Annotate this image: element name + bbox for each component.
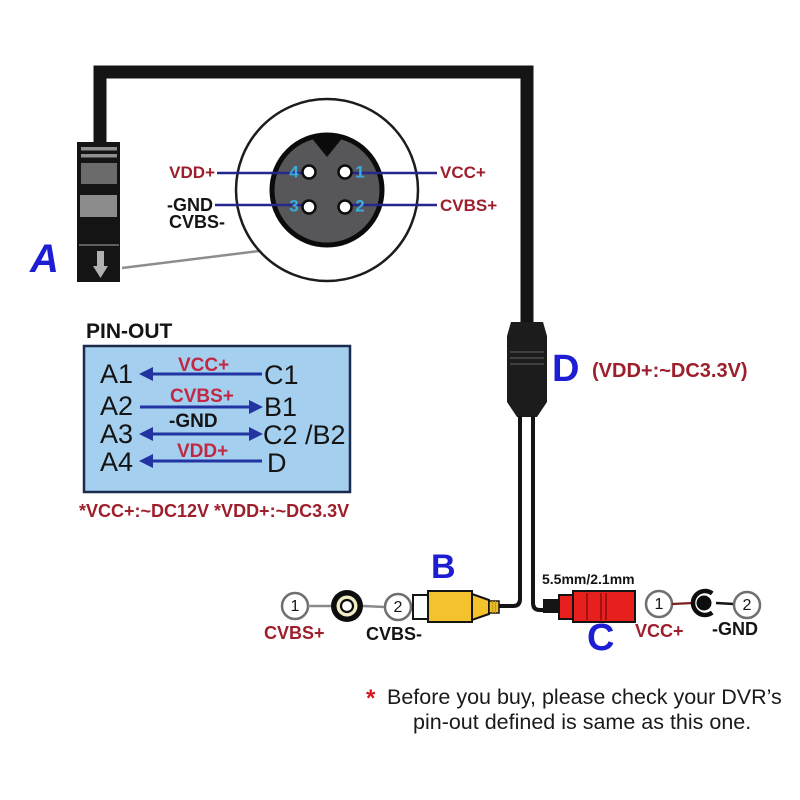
face-inner-circle (269, 132, 385, 248)
pinout-row3-left: A3 (100, 419, 134, 449)
connector-d (507, 322, 547, 417)
footnote-line2: pin-out defined is same as this one. (413, 710, 752, 734)
pin1-number: 1 (355, 162, 365, 182)
rca-male-plug-icon (412, 590, 500, 623)
b-pin2-circle (383, 592, 413, 622)
pinout-title: PIN-OUT (86, 320, 173, 343)
main-cable (93, 65, 534, 324)
pin3-number: 3 (289, 196, 299, 216)
pinout-row2-left: A2 (100, 391, 134, 421)
pinout-row3-right: C2 /B2 (263, 420, 346, 450)
pinout-row4-signal: VDD+ (177, 441, 229, 462)
arrow-row3-both (139, 427, 263, 441)
pinout-row1-left: A1 (100, 359, 134, 389)
b-pin1-digit: 1 (290, 598, 300, 615)
connector-c-letter: C (587, 617, 615, 659)
pinout-row2-right: B1 (264, 392, 298, 422)
connector-a-letter: A (30, 237, 59, 281)
footnote-line1: Before you buy, please check your DVR’s (387, 685, 782, 709)
c-pin1-digit: 1 (654, 596, 664, 613)
face-label-cvbs-plus: CVBS+ (440, 196, 498, 215)
c-pin2-circle (732, 590, 762, 620)
down-arrow-icon (93, 251, 108, 278)
face-label-cvbs-minus: CVBS- (168, 212, 225, 232)
face-label-vdd: VDD+ (169, 163, 215, 182)
pinout-table-box (82, 344, 352, 494)
dc-plug-polarity-icon (690, 588, 714, 618)
keying-notch (310, 136, 344, 157)
connector-b-letter: B (431, 548, 456, 586)
pin1-hole (337, 164, 353, 180)
pinout-row4-left: A4 (100, 447, 134, 477)
connector-d-letter: D (552, 348, 580, 390)
c-size-label: 5.5mm/2.1mm (542, 571, 635, 587)
pin2-number: 2 (355, 196, 365, 216)
pin4-hole (301, 164, 317, 180)
connector-d-body (507, 336, 547, 402)
connector-face-detail (215, 97, 437, 283)
c-section-symbols (543, 588, 762, 623)
b-pin2-digit: 2 (393, 599, 403, 616)
face-label-gnd: -GND (167, 195, 213, 215)
connector-a (77, 142, 120, 282)
pinout-row3-signal: -GND (169, 411, 218, 432)
dc-jack-red-icon (558, 590, 636, 623)
arrow-row1-left (139, 367, 262, 381)
wire-to-c (531, 416, 558, 612)
pin3-hole (301, 199, 317, 215)
pin4-number: 4 (289, 162, 299, 182)
wire-to-b (499, 416, 522, 608)
footnote-asterisk: * (366, 685, 376, 712)
c-pin2-label: -GND (712, 619, 758, 639)
face-label-vcc: VCC+ (440, 163, 486, 182)
rca-female-icon (331, 590, 363, 622)
d-voltage-note: (VDD+:~DC3.3V) (592, 360, 748, 382)
arrow-row4-left (139, 454, 262, 468)
arrow-row2-right (140, 400, 263, 414)
b-section-symbols (280, 590, 500, 623)
pin2-hole (337, 199, 353, 215)
detail-pointer-line (121, 249, 260, 270)
pinout-voltage-note: *VCC+:~DC12V *VDD+:~DC3.3V (79, 501, 350, 521)
c-pin2-digit: 2 (742, 597, 752, 614)
c-pin1-label: VCC+ (635, 621, 684, 641)
pinout-row1-signal: VCC+ (178, 355, 230, 376)
pinout-row2-signal: CVBS+ (170, 386, 234, 407)
dc-jack-cable-stub (543, 599, 559, 613)
b-pin2-label: CVBS- (366, 624, 423, 644)
pinout-row1-right: C1 (264, 360, 299, 390)
b-pin1-label: CVBS+ (264, 623, 325, 643)
pinout-row4-right: D (267, 448, 287, 478)
